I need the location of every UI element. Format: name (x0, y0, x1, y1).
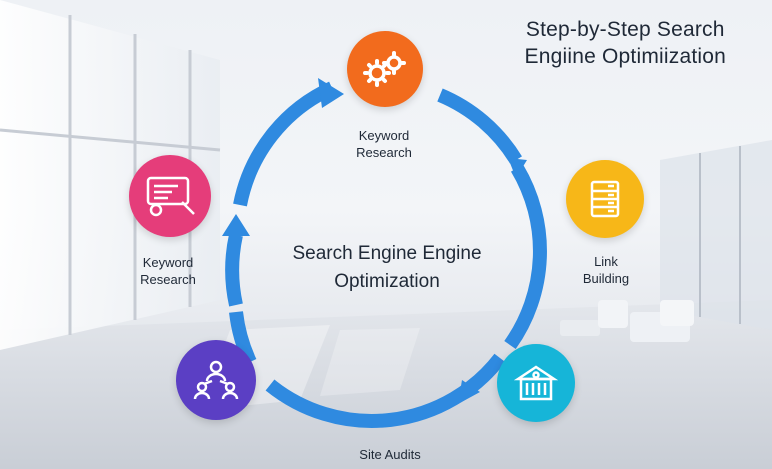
label-top: Keyword Research (356, 128, 412, 160)
ring-segment-top-right (437, 88, 522, 164)
checklist-icon (129, 155, 211, 237)
arrowhead-left (222, 214, 250, 236)
center-line-2: Optimization (334, 271, 440, 292)
diagram-title: Step-by-Step Search Engiine Optimiizatio… (525, 16, 726, 70)
server-list-icon (566, 160, 644, 238)
ring-segment-left (225, 233, 243, 307)
ring-segment-right (504, 164, 547, 350)
ring-segment-top-left (233, 81, 335, 207)
label-left: Keyword Research (140, 255, 196, 287)
gears-icon (347, 31, 423, 107)
arrowhead-bottom (458, 380, 480, 404)
title-line-2: Engiine Optimiization (524, 45, 726, 68)
team-network-icon (176, 340, 256, 420)
ring-segment-bottom (265, 353, 506, 428)
building-icon (497, 344, 575, 422)
arrowhead-top (318, 78, 344, 108)
title-line-1: Step-by-Step Search (525, 18, 725, 41)
arrowhead-right (508, 158, 527, 178)
label-right: Link Building (582, 254, 630, 286)
label-bottom: Site Audits (359, 447, 421, 462)
center-line-1: Search Engine Engine (292, 243, 482, 264)
center-title: Search Engine Engine Optimization (262, 240, 512, 296)
